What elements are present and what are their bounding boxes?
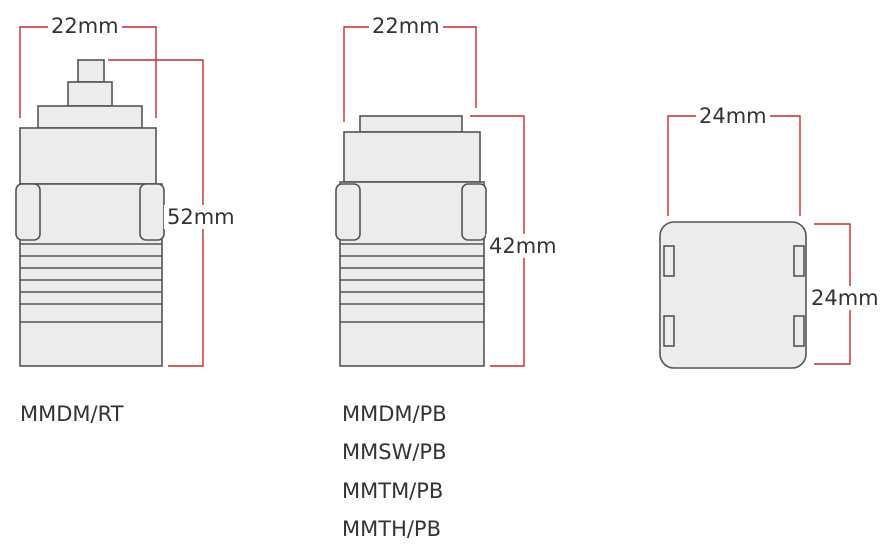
ribs [20,243,162,323]
right-top-notch [793,245,805,277]
product-2-push-button [335,115,487,367]
product-1-height-label: 52mm [164,205,238,229]
main-body [339,181,485,367]
button-cap [359,115,463,133]
left-top-notch [663,245,675,277]
left-tab [15,183,41,241]
upper-body [19,127,157,185]
product-1-width-label: 22mm [48,14,122,38]
product-2-model-1: MMDM/PB [342,402,447,426]
square-body [659,221,807,369]
product-2-height-label: 42mm [486,234,560,258]
width-line-2 [343,26,477,122]
product-2-model-2: MMSW/PB [342,440,447,464]
product-1-rotary [15,59,165,367]
product-3-square [659,221,807,369]
product-2-width-label: 22mm [369,14,443,38]
upper-body [343,131,481,183]
left-bottom-notch [663,315,675,347]
left-tab [335,183,361,241]
width-line-3 [667,115,801,216]
shaft-collar [67,81,113,107]
product-2-model-4: MMTH/PB [342,517,442,541]
ribs [340,243,484,323]
product-1-model: MMDM/RT [20,402,124,426]
product-3-height-label: 24mm [808,286,882,310]
product-2-model-3: MMTM/PB [342,479,444,503]
main-body [19,183,163,367]
shaft-tip [77,59,105,83]
right-tab [139,183,165,241]
product-3-width-label: 24mm [696,104,770,128]
right-bottom-notch [793,315,805,347]
right-tab [461,183,487,241]
shaft-base [37,105,143,129]
